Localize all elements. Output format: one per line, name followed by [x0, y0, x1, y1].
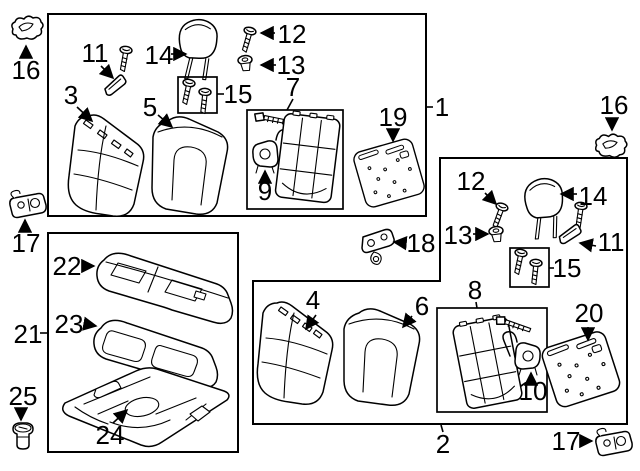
callout-11-right: 11 [598, 227, 625, 257]
tick-8 [475, 301, 478, 309]
part-drawing-19-back-panel [351, 136, 427, 210]
arrow-4 [305, 314, 320, 331]
callout-16-right: 16 [600, 90, 629, 120]
part-drawing-12-screw-left [238, 25, 258, 55]
callout-19: 19 [379, 102, 408, 132]
part-drawing-5-seat-back-pad [151, 116, 229, 216]
callout-15-right: 15 [553, 253, 582, 283]
callout-4-6-overlay: 6 [305, 291, 429, 331]
callout-10: 10 [519, 376, 548, 406]
tick-2 [440, 424, 444, 433]
part-drawing-25-clip [12, 422, 34, 450]
part-drawing-14-headrest-left [176, 17, 219, 81]
part-drawing-4-seat-back-cover [256, 301, 334, 405]
arrow-11-right [578, 238, 597, 253]
part-drawing-16-bracket-right [593, 131, 629, 160]
callout-2: 2 [436, 429, 450, 459]
assembly-box-2 [252, 157, 628, 425]
callout-8: 8 [468, 275, 482, 305]
callout-14-left: 14 [145, 40, 174, 70]
part-drawing-20-back-panel [539, 328, 623, 410]
arrow-23 [82, 316, 98, 331]
arrow-24 [112, 408, 129, 424]
part-drawing-16-bracket-left [11, 15, 44, 40]
part-drawing-24-seat-pan [62, 367, 230, 448]
callout-5: 5 [143, 92, 157, 122]
callout-9: 9 [258, 176, 272, 206]
callout-24: 24 [96, 420, 125, 450]
part-drawing-11-clip-left [103, 44, 134, 98]
callout-20: 20 [575, 298, 604, 328]
callout-leaders [13, 25, 620, 449]
arrow-11-left [98, 63, 115, 80]
sub-box-15-left [177, 76, 218, 114]
part-drawing-15-screws-right [510, 247, 543, 286]
arrow-3 [76, 106, 94, 123]
callout-17-left: 17 [12, 228, 41, 258]
assembly-box-21 [47, 232, 239, 453]
part-drawing-13-grommet-right [487, 225, 505, 244]
callout-3: 3 [64, 80, 78, 110]
callout-16-left: 16 [12, 55, 41, 85]
arrow-18 [392, 235, 408, 251]
part-drawing-14-headrest-right [522, 176, 567, 241]
callout-12-left: 12 [278, 19, 307, 49]
part-drawing-18-latch [361, 228, 395, 266]
tick-7 [286, 98, 294, 111]
callout-12-right: 12 [457, 166, 486, 196]
part-drawing-17-latch-left [9, 189, 47, 219]
callout-18: 18 [407, 228, 436, 258]
arrow-5 [157, 113, 174, 129]
callout-11-left: 11 [82, 38, 109, 68]
assembly-box-1 [47, 13, 427, 217]
part-drawing-15-screws-left [178, 77, 212, 115]
part-drawing-13-grommet-left [236, 54, 254, 73]
part-drawing-3-seat-back-cover [67, 114, 145, 217]
sub-box-7 [246, 109, 344, 210]
callout-7: 7 [286, 72, 300, 102]
part-drawing-22-cushion-cover [96, 252, 234, 325]
callout-21: 21 [14, 319, 43, 349]
callout-4: 4 [306, 285, 320, 315]
callout-13-left: 13 [277, 50, 306, 80]
callout-23: 23 [55, 309, 84, 339]
callout-15-left: 15 [224, 79, 253, 109]
arrow-12-right [481, 189, 498, 206]
callout-labels: 16 11 14 12 13 15 3 5 7 9 19 1 18 16 12 … [9, 19, 629, 459]
callout-13-right: 13 [444, 220, 473, 250]
callout-17-right: 17 [552, 426, 581, 456]
part-drawing-17-latch-right [595, 427, 633, 457]
callout-14-right: 14 [579, 181, 608, 211]
callout-22: 22 [53, 251, 82, 281]
callout-25: 25 [9, 381, 38, 411]
arrow-6 [401, 312, 417, 329]
callout-6: 6 [415, 291, 429, 321]
callout-1: 1 [435, 92, 449, 122]
part-drawing-6-seat-back-pad [343, 308, 421, 407]
part-drawing-12-screw-right [488, 200, 510, 231]
